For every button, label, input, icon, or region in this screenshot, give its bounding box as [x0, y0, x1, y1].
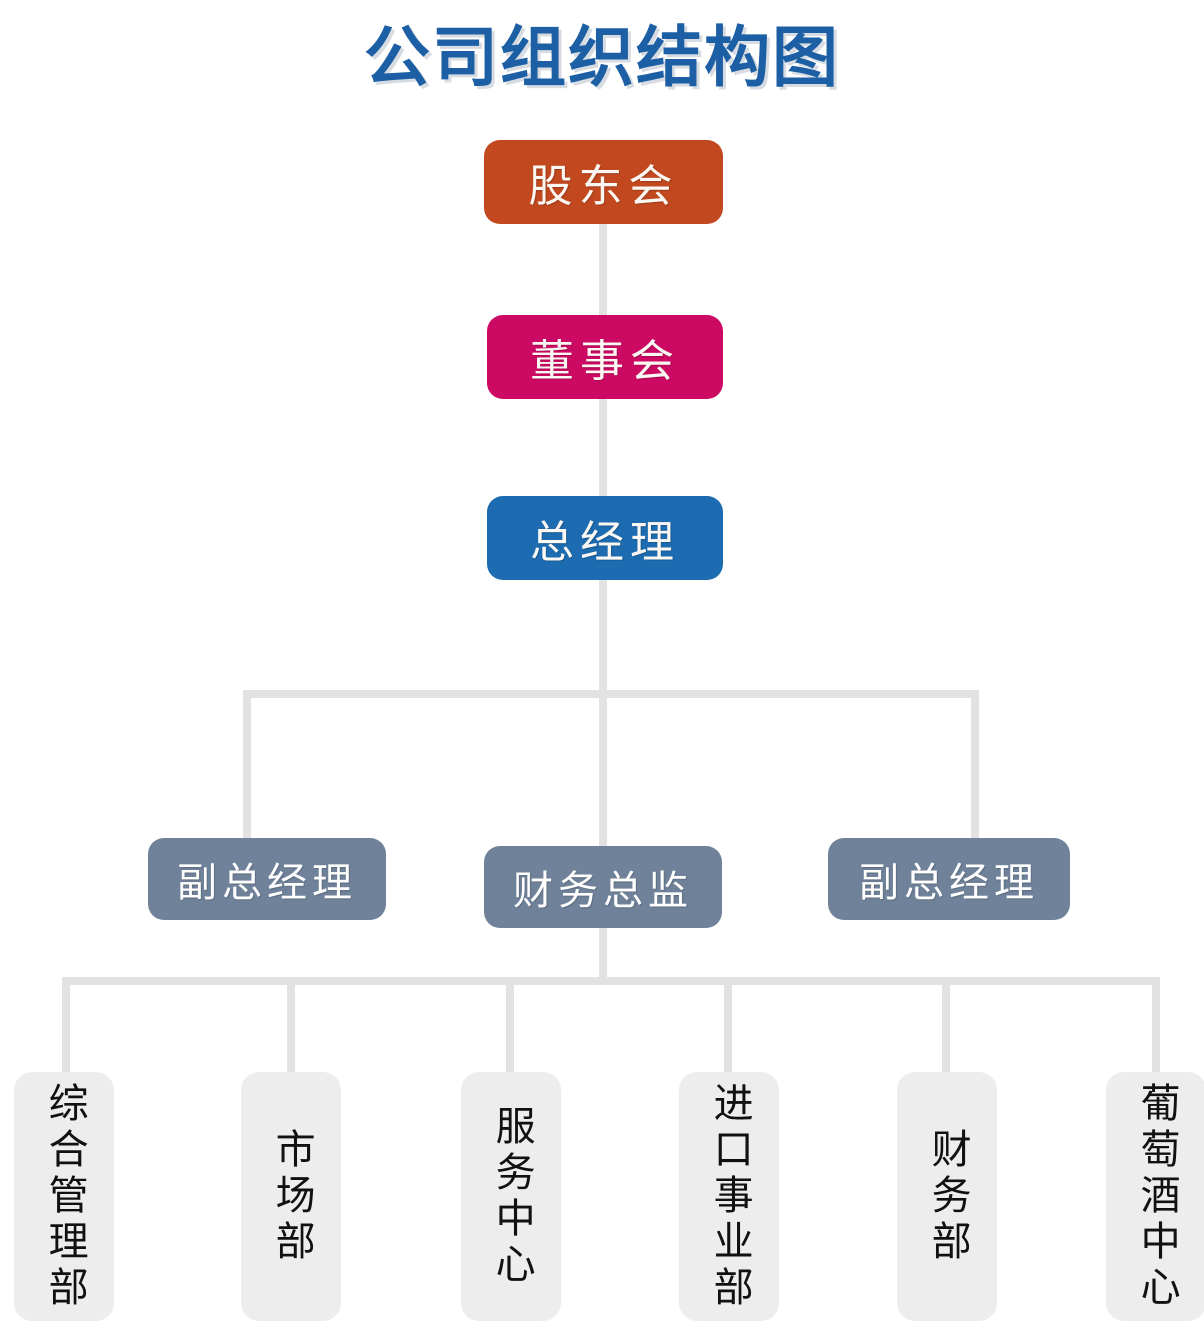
- node-shareholders-meeting[interactable]: 股东会: [484, 140, 723, 224]
- node-vice-general-manager-right-label: 副总经理: [859, 861, 1039, 905]
- connector-drop-dept-1: [62, 977, 70, 1075]
- node-department-general-administration-label: 综合管理部: [42, 1081, 87, 1312]
- node-department-finance-label: 财务部: [925, 1127, 970, 1266]
- connector-drop-dept-6: [1152, 977, 1160, 1075]
- node-general-manager-label: 总经理: [530, 518, 680, 567]
- connector-shareholders-to-board: [599, 222, 607, 318]
- connector-drop-dept-2: [287, 977, 295, 1075]
- node-department-service-center-label: 服务中心: [489, 1104, 534, 1289]
- node-vice-general-manager-left-label: 副总经理: [177, 861, 357, 905]
- node-department-general-administration[interactable]: 综合管理部: [14, 1072, 114, 1321]
- connector-board-to-gm: [599, 397, 607, 497]
- node-department-import-business[interactable]: 进口事业部: [679, 1072, 779, 1321]
- connector-drop-dept-3: [506, 977, 514, 1075]
- node-department-wine-center[interactable]: 葡萄酒中心: [1106, 1072, 1204, 1321]
- node-department-import-business-label: 进口事业部: [707, 1081, 752, 1312]
- connector-drop-vp-left: [243, 690, 251, 840]
- node-board-of-directors-label: 董事会: [530, 337, 680, 386]
- node-department-marketing-label: 市场部: [269, 1127, 314, 1266]
- node-department-service-center[interactable]: 服务中心: [461, 1072, 561, 1321]
- connector-drop-dept-4: [724, 977, 732, 1075]
- connector-cfo-to-bus: [599, 920, 607, 984]
- connector-bus-departments: [62, 977, 1160, 985]
- node-department-wine-center-label: 葡萄酒中心: [1134, 1081, 1179, 1312]
- node-shareholders-meeting-label: 股东会: [528, 162, 679, 211]
- node-vice-general-manager-right[interactable]: 副总经理: [828, 838, 1070, 920]
- node-finance-director-label: 财务总监: [513, 869, 693, 913]
- node-finance-director[interactable]: 财务总监: [484, 846, 722, 928]
- connector-drop-dept-5: [942, 977, 950, 1075]
- node-vice-general-manager-left[interactable]: 副总经理: [148, 838, 386, 920]
- node-department-finance[interactable]: 财务部: [897, 1072, 997, 1321]
- connector-gm-to-bus: [599, 578, 607, 698]
- page-title: 公司组织结构图: [364, 20, 840, 94]
- connector-bus-level4: [243, 690, 979, 698]
- node-board-of-directors[interactable]: 董事会: [487, 315, 723, 399]
- connector-drop-vp-right: [971, 690, 979, 840]
- node-general-manager[interactable]: 总经理: [487, 496, 723, 580]
- node-department-marketing[interactable]: 市场部: [241, 1072, 341, 1321]
- connector-drop-cfo: [599, 690, 607, 848]
